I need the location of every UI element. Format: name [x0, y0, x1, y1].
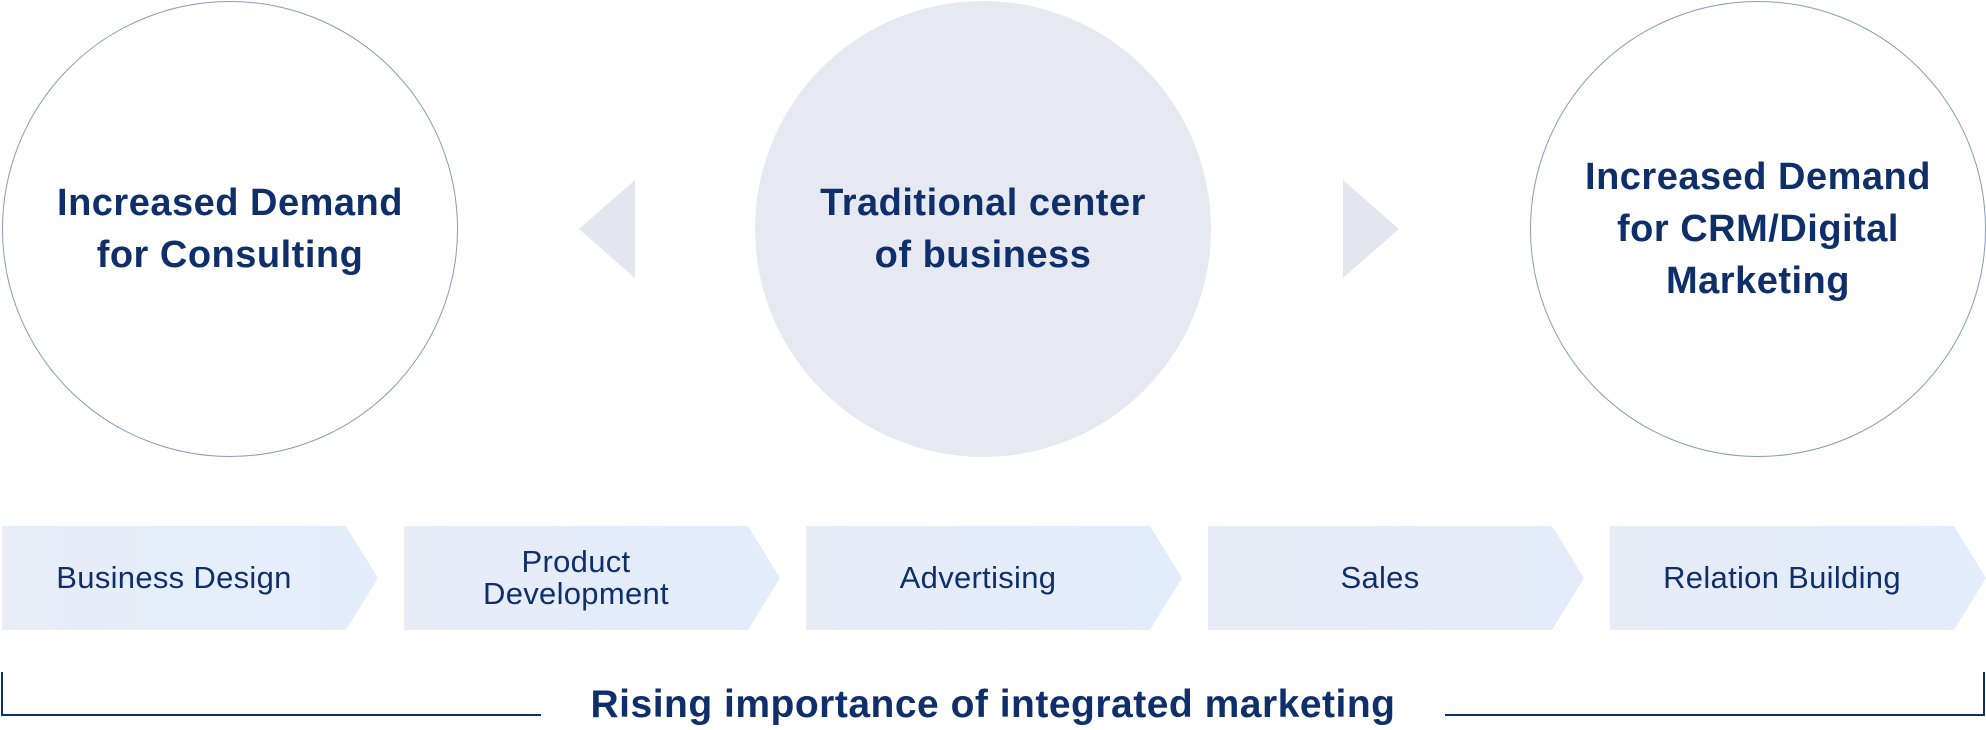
consulting-demand-label: Increased Demand for Consulting — [57, 182, 403, 276]
stage-label: Business Design — [56, 560, 292, 595]
bracket-right-line — [1445, 714, 1985, 716]
integrated-marketing-caption: Rising importance of integrated marketin… — [590, 683, 1396, 726]
bracket-left-line — [1, 714, 541, 716]
traditional-business-label: Traditional center of business — [820, 182, 1146, 276]
bracket-right-edge — [1983, 672, 1985, 716]
stage-business-design: Business Design — [2, 526, 378, 630]
triangle-right-icon — [1343, 180, 1399, 278]
triangle-left-icon — [579, 180, 635, 278]
stage-product-development: Product Development — [404, 526, 780, 630]
stage-advertising: Advertising — [806, 526, 1182, 630]
stage-sales: Sales — [1208, 526, 1584, 630]
bracket-left-edge — [1, 672, 3, 716]
traditional-business-circle: Traditional center of business — [755, 1, 1211, 457]
stage-label: Sales — [1340, 560, 1420, 595]
consulting-demand-circle: Increased Demand for Consulting — [2, 1, 458, 457]
stage-label: Relation Building — [1663, 560, 1901, 595]
stage-label: Advertising — [899, 560, 1057, 595]
crm-digital-demand-label: Increased Demand for CRM/Digital Marketi… — [1585, 156, 1931, 302]
stage-label: Product Development — [483, 544, 669, 611]
crm-digital-demand-circle: Increased Demand for CRM/Digital Marketi… — [1530, 1, 1986, 457]
stage-relation-building: Relation Building — [1610, 526, 1986, 630]
